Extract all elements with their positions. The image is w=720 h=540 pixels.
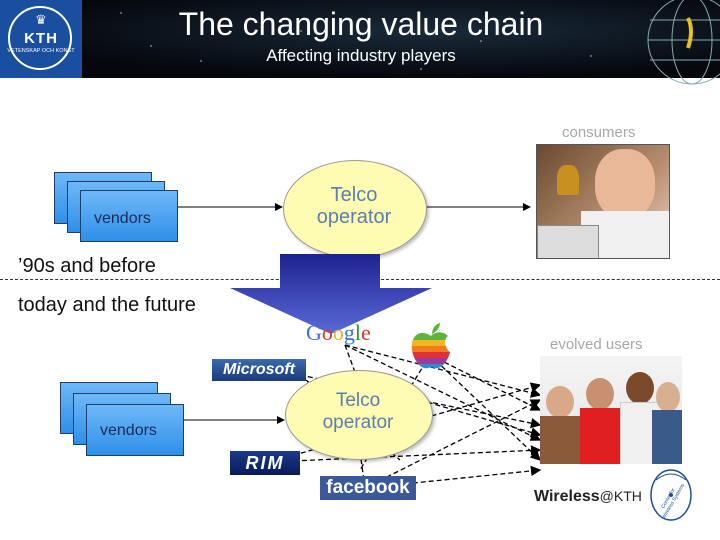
google-logo: Google (306, 320, 371, 345)
consumers-label: consumers (562, 124, 636, 141)
consumer-photo (536, 144, 670, 259)
transition-arrow (230, 254, 432, 334)
era-after-label: today and the future (18, 294, 196, 316)
vendor-box (86, 404, 184, 456)
telco-operator-label: Telco operator (316, 184, 392, 228)
apple-logo-icon (411, 323, 450, 369)
wireless-kth-logo: Wireless@KTH (534, 488, 642, 505)
vendor-box (80, 190, 178, 242)
slide-title: The changing value chain (178, 6, 544, 42)
evolved-users-label: evolved users (550, 336, 643, 353)
vendors-label: vendors (94, 210, 151, 227)
globe-icon (647, 0, 720, 85)
wireless-center-logo-icon (650, 469, 692, 521)
rim-logo: RIM (230, 451, 300, 475)
era-before-label: ’90s and before (18, 255, 156, 277)
telco-operator-node (283, 160, 427, 258)
facebook-logo: facebook (320, 476, 416, 500)
kth-logo: ♛ KTH VETENSKAP OCH KONST (0, 0, 82, 78)
telco-operator-node (285, 370, 433, 460)
microsoft-logo: Microsoft (212, 359, 306, 381)
evolved-users-photo (540, 356, 682, 464)
crown-icon: ♛ (35, 12, 47, 27)
slide-subtitle: Affecting industry players (266, 46, 456, 65)
header-banner (0, 0, 720, 78)
telco-operator-label: Telco operator (322, 390, 394, 433)
vendors-label: vendors (100, 422, 157, 439)
